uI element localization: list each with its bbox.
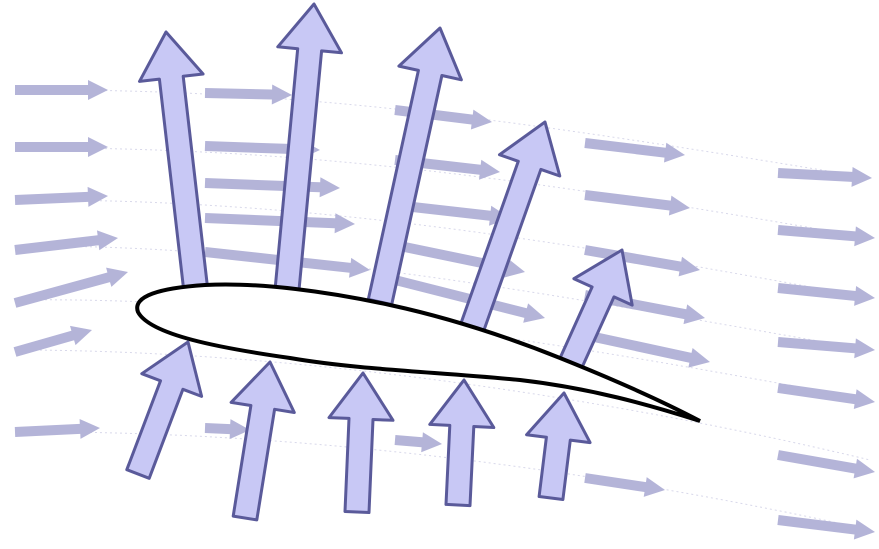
flow-arrow	[14, 186, 108, 207]
pressure-arrow	[428, 378, 496, 508]
streamline	[14, 89, 871, 179]
lift-arrow	[138, 30, 210, 295]
flow-arrow	[394, 200, 510, 226]
flow-arrow	[583, 330, 710, 368]
streamline	[14, 147, 871, 239]
upper-surface-force-arrows	[138, 2, 634, 372]
flow-arrow	[777, 283, 875, 306]
flow-arrow	[777, 515, 875, 540]
flow-arrow	[777, 167, 872, 187]
pressure-arrow	[125, 340, 204, 480]
flow-arrow	[204, 419, 250, 440]
lift-arrow	[557, 248, 634, 372]
streamline	[14, 245, 871, 351]
pressure-arrow	[525, 391, 592, 501]
flow-arrow	[13, 267, 129, 308]
flow-arrow	[584, 138, 685, 163]
streamline	[14, 431, 871, 531]
streamline	[14, 299, 871, 401]
streamline	[14, 349, 871, 461]
lift-arrow	[459, 120, 562, 334]
flow-arrow	[15, 137, 108, 157]
pressure-arrow	[229, 360, 296, 522]
airfoil	[135, 282, 701, 423]
flow-arrow	[584, 473, 665, 497]
flow-arrow	[13, 325, 93, 357]
flow-arrow	[777, 383, 875, 409]
flow-arrow	[777, 450, 875, 479]
pressure-arrow	[327, 371, 395, 514]
flow-arrow	[14, 230, 118, 255]
lift-arrow	[366, 26, 463, 307]
flow-arrow	[204, 177, 340, 198]
streamlines	[14, 89, 871, 531]
flow-arrow	[14, 419, 100, 439]
flow-arrow	[204, 84, 292, 105]
flow-arrow	[394, 432, 442, 453]
flow-arrow	[777, 225, 875, 247]
lower-surface-force-arrows	[125, 340, 592, 522]
flow-arrow	[584, 245, 700, 277]
lift-arrow	[273, 2, 343, 293]
flow-arrow	[584, 190, 690, 216]
flow-arrow	[777, 337, 875, 359]
flow-arrow	[15, 80, 108, 100]
